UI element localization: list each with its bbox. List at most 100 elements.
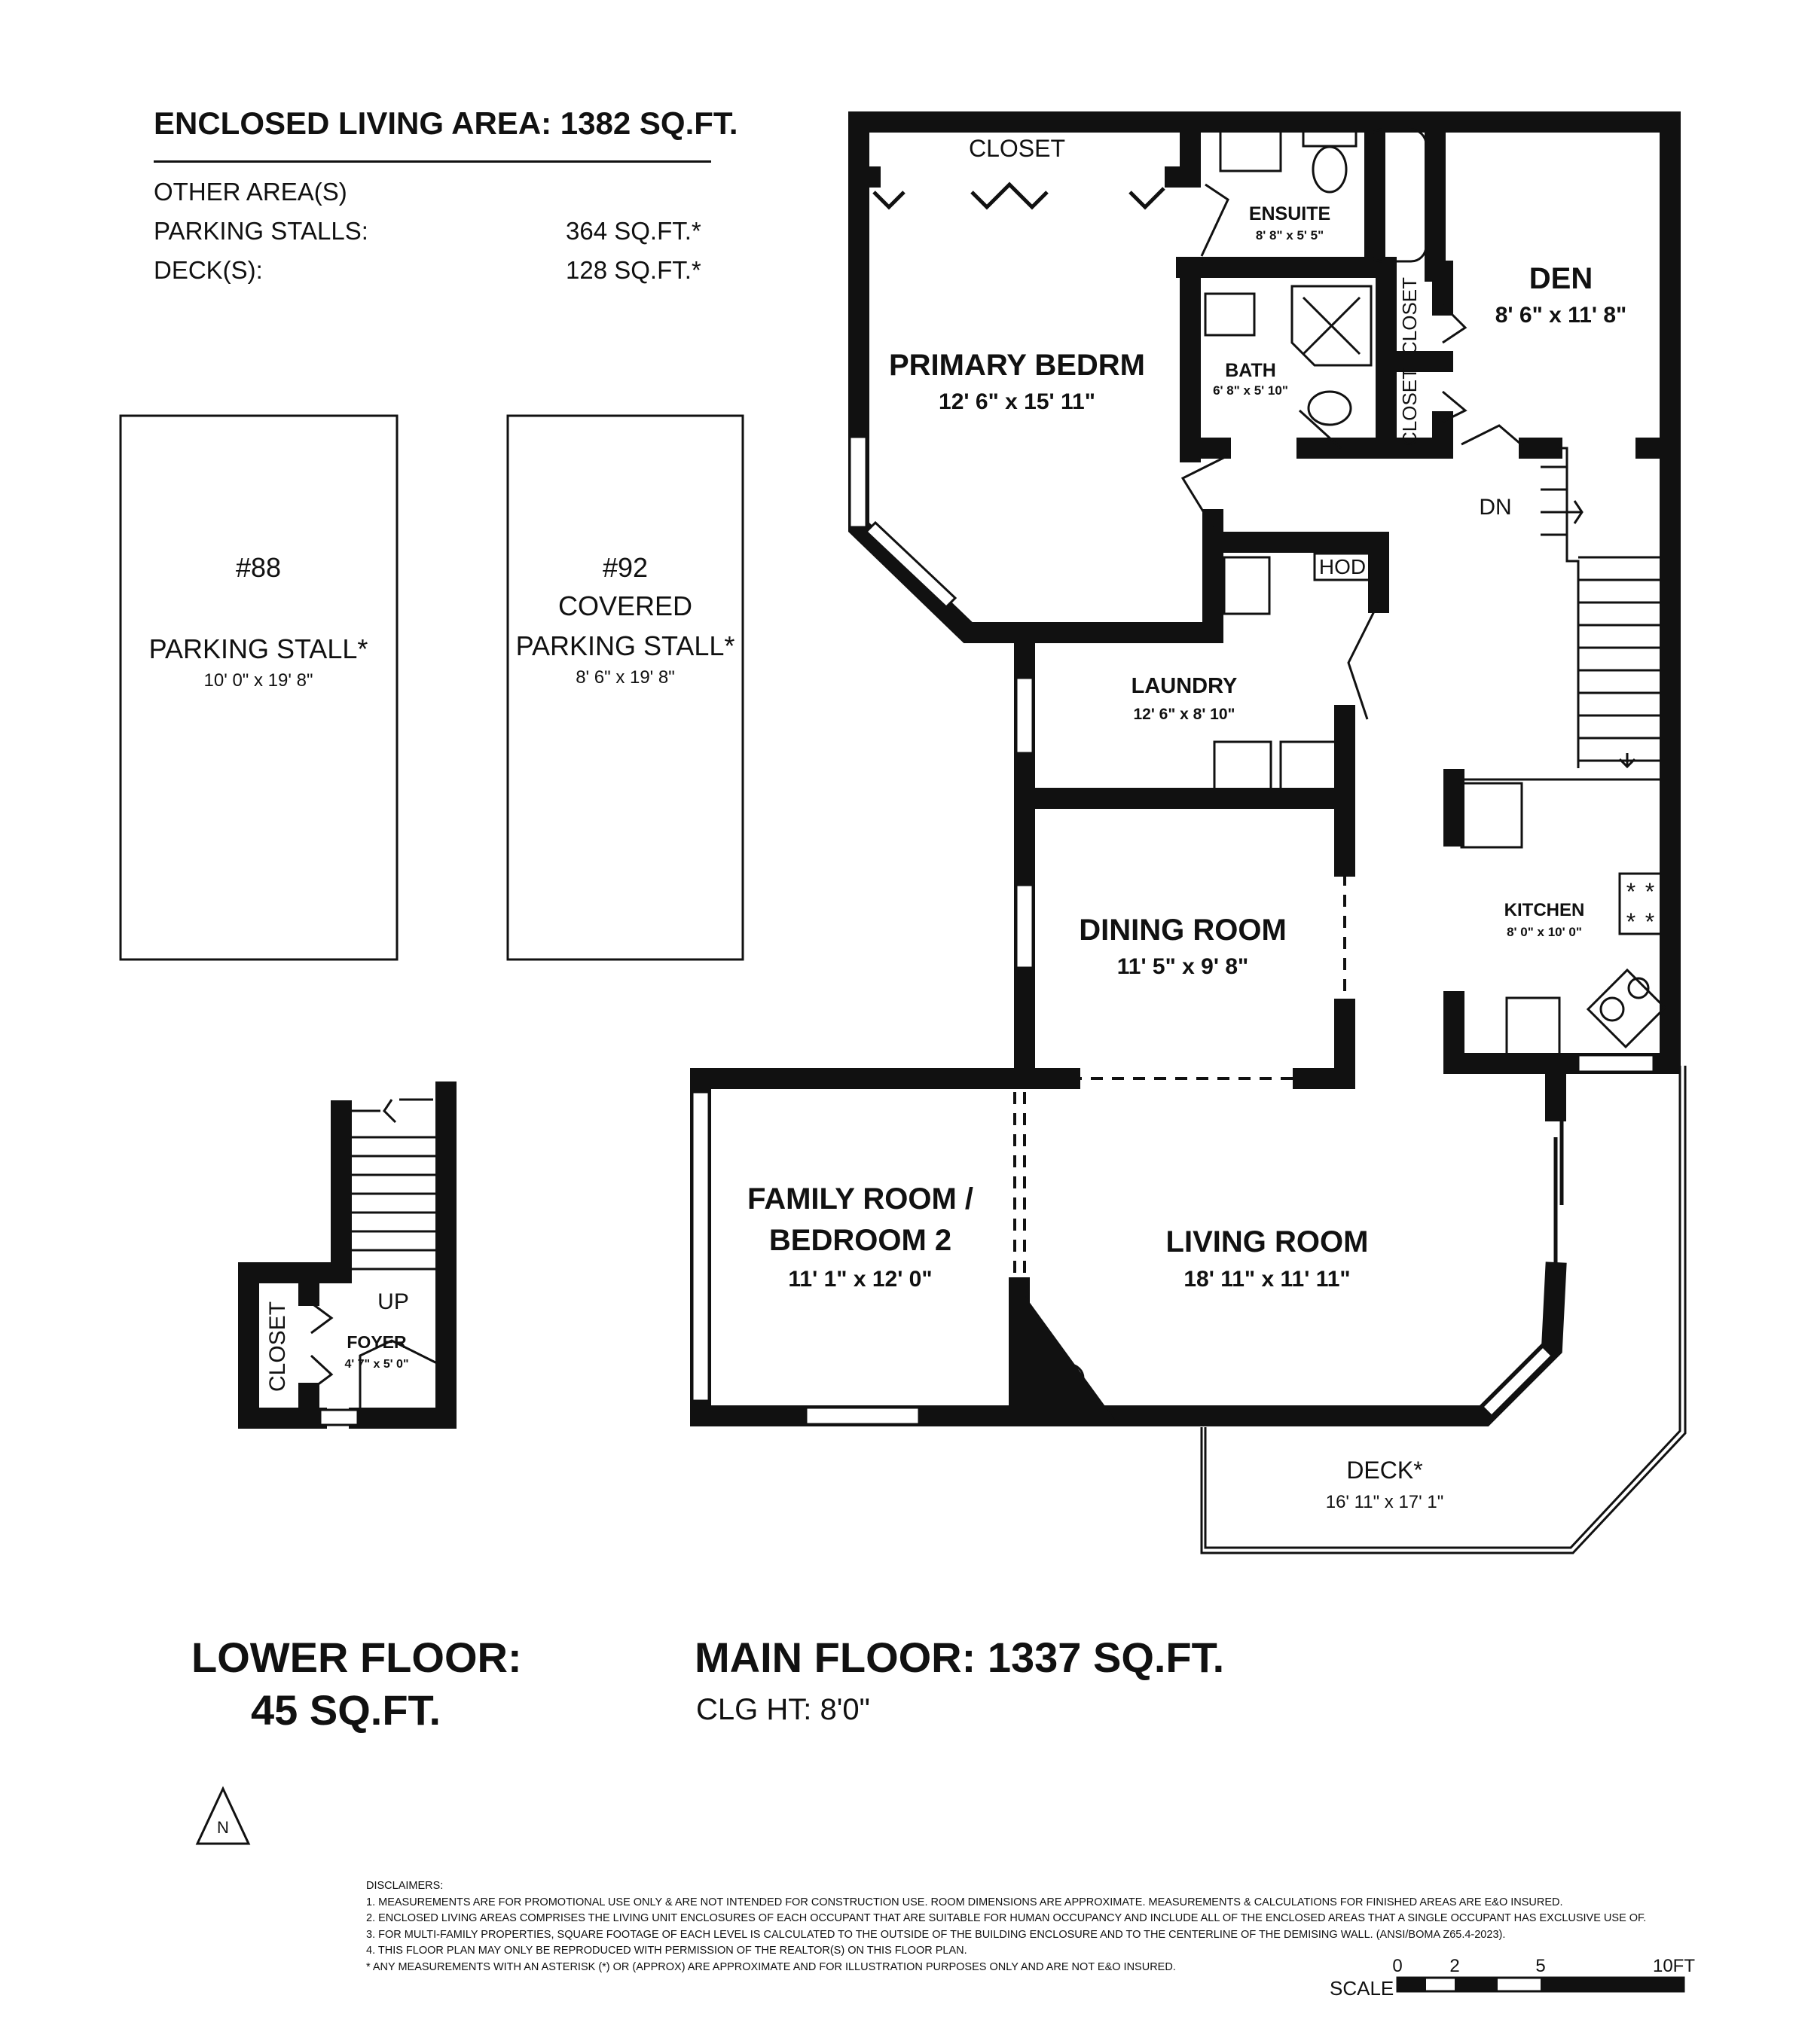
doors: [1180, 183, 1526, 720]
deck-outline: [1200, 1066, 1687, 1554]
window: [848, 435, 868, 529]
lower-floor-area: 45 SQ.FT.: [251, 1686, 441, 1734]
deck-dim: 16' 11" x 17' 1": [1326, 1492, 1444, 1512]
main-floor-walls: [690, 111, 1681, 1426]
washer: [1213, 740, 1272, 796]
stove-burners: ** **: [1626, 878, 1654, 935]
other-areas-title: OTHER AREA(S): [154, 178, 347, 206]
disclaimer-line: 1. MEASUREMENTS ARE FOR PROMOTIONAL USE …: [366, 1896, 1563, 1908]
hod-box: [1313, 552, 1373, 581]
ensuite-label: ENSUITE: [1249, 203, 1330, 224]
parking-stall-92-number: #92: [603, 552, 648, 583]
shower: [1290, 285, 1373, 367]
closet-label: CLOSET: [969, 135, 1065, 162]
interior-wall-dining-east: [1293, 999, 1355, 1089]
foyer-wall: [349, 1081, 457, 1429]
parking-stall-88-dim: 10' 0" x 19' 8": [204, 670, 313, 691]
summary-divider: [154, 160, 711, 163]
ensuite-sink: [1219, 128, 1282, 172]
north-label: N: [217, 1818, 229, 1837]
parking-stall-92-label: PARKING STALL*: [516, 630, 735, 661]
interior-wall-dining-top: [1014, 705, 1355, 809]
family-room-dim: 11' 1" x 12' 0": [788, 1267, 932, 1292]
closet-label: CLOSET: [265, 1301, 290, 1392]
kitchen-counter: [1460, 782, 1523, 849]
foyer-stairs: [347, 1136, 441, 1271]
svg-text:*: *: [1626, 908, 1635, 935]
disclaimers-title: DISCLAIMERS:: [366, 1880, 444, 1892]
water-heater: [1223, 556, 1271, 615]
lower-floor-title: LOWER FLOOR:: [191, 1634, 522, 1681]
main-floor-title: MAIN FLOOR: 1337 SQ.FT.: [695, 1634, 1225, 1681]
bathtub: [1366, 128, 1428, 263]
door-threshold: [319, 1408, 359, 1426]
primary-bedroom-dim: 12' 6" x 15' 11": [939, 389, 1095, 414]
enclosed-area-title: ENCLOSED LIVING AREA: 1382 SQ.FT.: [154, 105, 738, 141]
kitchen-island: [1505, 996, 1561, 1058]
bath-label: BATH: [1225, 360, 1276, 381]
closet-door: [1442, 390, 1467, 423]
foyer-wall: [238, 1100, 352, 1429]
primary-door: [1180, 454, 1229, 528]
deck-outline: [1204, 1066, 1681, 1549]
family-room-label: FAMILY ROOM /: [747, 1182, 973, 1216]
disclaimer-line: * ANY MEASUREMENTS WITH AN ASTERISK (*) …: [366, 1960, 1176, 1973]
laundry-door: [1347, 602, 1380, 720]
svg-text:*: *: [1645, 908, 1654, 935]
parking-stall-88-number: #88: [236, 552, 281, 583]
bath-sink: [1204, 292, 1256, 337]
closet-label: CLOSET: [1398, 368, 1421, 446]
window: [1577, 1054, 1655, 1073]
parking-stalls-value: 364 SQ.FT.*: [566, 217, 701, 245]
ensuite-toilet: [1312, 145, 1348, 194]
bedroom-2-label: BEDROOM 2: [769, 1224, 951, 1257]
window: [864, 520, 957, 609]
laundry-dim: 12' 6" x 8' 10": [1134, 706, 1235, 723]
scale-tick: 0: [1392, 1956, 1402, 1976]
living-room-label: LIVING ROOM: [1166, 1225, 1369, 1258]
parking-stall-92-outline: [506, 414, 744, 961]
den-door: [1461, 424, 1526, 450]
ceiling-height: CLG HT: 8'0": [696, 1693, 870, 1726]
scale-label: SCALE: [1330, 1977, 1394, 2000]
bath-dim: 6' 8" x 5' 10": [1213, 383, 1288, 398]
bath-door: [1298, 409, 1342, 450]
window: [1015, 883, 1034, 969]
laundry-label: LAUNDRY: [1132, 674, 1238, 698]
closet-door: [310, 1354, 334, 1391]
dining-room-dim: 11' 5" x 9' 8": [1117, 954, 1249, 979]
disclaimer-line: 2. ENCLOSED LIVING AREAS COMPRISES THE L…: [366, 1912, 1647, 1924]
lower-floor: [238, 1081, 457, 1429]
parking-stall-88: #88 PARKING STALL* 10' 0" x 19' 8": [119, 414, 399, 961]
closet-door: [1441, 304, 1467, 344]
north-arrow-icon: N: [195, 1786, 251, 1845]
den-label: DEN: [1529, 262, 1593, 295]
window: [1015, 676, 1034, 755]
ensuite-dim: 8' 8" x 5' 5": [1256, 228, 1324, 243]
hod-label: HOD: [1319, 555, 1366, 578]
decks-label: DECK(S):: [154, 256, 263, 284]
deck-label: DECK*: [1346, 1457, 1422, 1484]
kitchen-dim: 8' 0" x 10' 0": [1507, 925, 1582, 939]
parking-stall-88-outline: [119, 414, 399, 961]
break-line: [383, 1099, 397, 1124]
scale-tick: 10FT: [1653, 1956, 1695, 1976]
parking-stalls-label: PARKING STALLS:: [154, 217, 368, 245]
closet-door: [310, 1301, 334, 1335]
disclaimers: DISCLAIMERS: 1. MEASUREMENTS ARE FOR PRO…: [366, 1878, 1646, 1975]
exterior-wall-primary: [848, 111, 1035, 643]
scale-bar: SCALE 0 2 5 10FT: [1330, 1956, 1695, 2000]
foyer-dim: 4' 7" x 5' 0": [344, 1358, 408, 1371]
dryer: [1279, 740, 1342, 796]
svg-text:*: *: [1626, 878, 1635, 905]
disclaimer-line: 3. FOR MULTI-FAMILY PROPERTIES, SQUARE F…: [366, 1928, 1506, 1941]
dining-room-label: DINING ROOM: [1079, 914, 1287, 947]
living-room-dim: 18' 11" x 11' 11": [1183, 1267, 1350, 1292]
window: [1480, 1344, 1554, 1418]
window: [691, 1091, 710, 1402]
kitchen-sink: [1586, 968, 1667, 1049]
fireplace-hearth: [1025, 1295, 1115, 1420]
exterior-wall-living: [1009, 1261, 1567, 1426]
stairs: [1541, 465, 1665, 769]
parking-stall-92: #92 COVERED PARKING STALL* 8' 6" x 19' 8…: [506, 414, 744, 961]
